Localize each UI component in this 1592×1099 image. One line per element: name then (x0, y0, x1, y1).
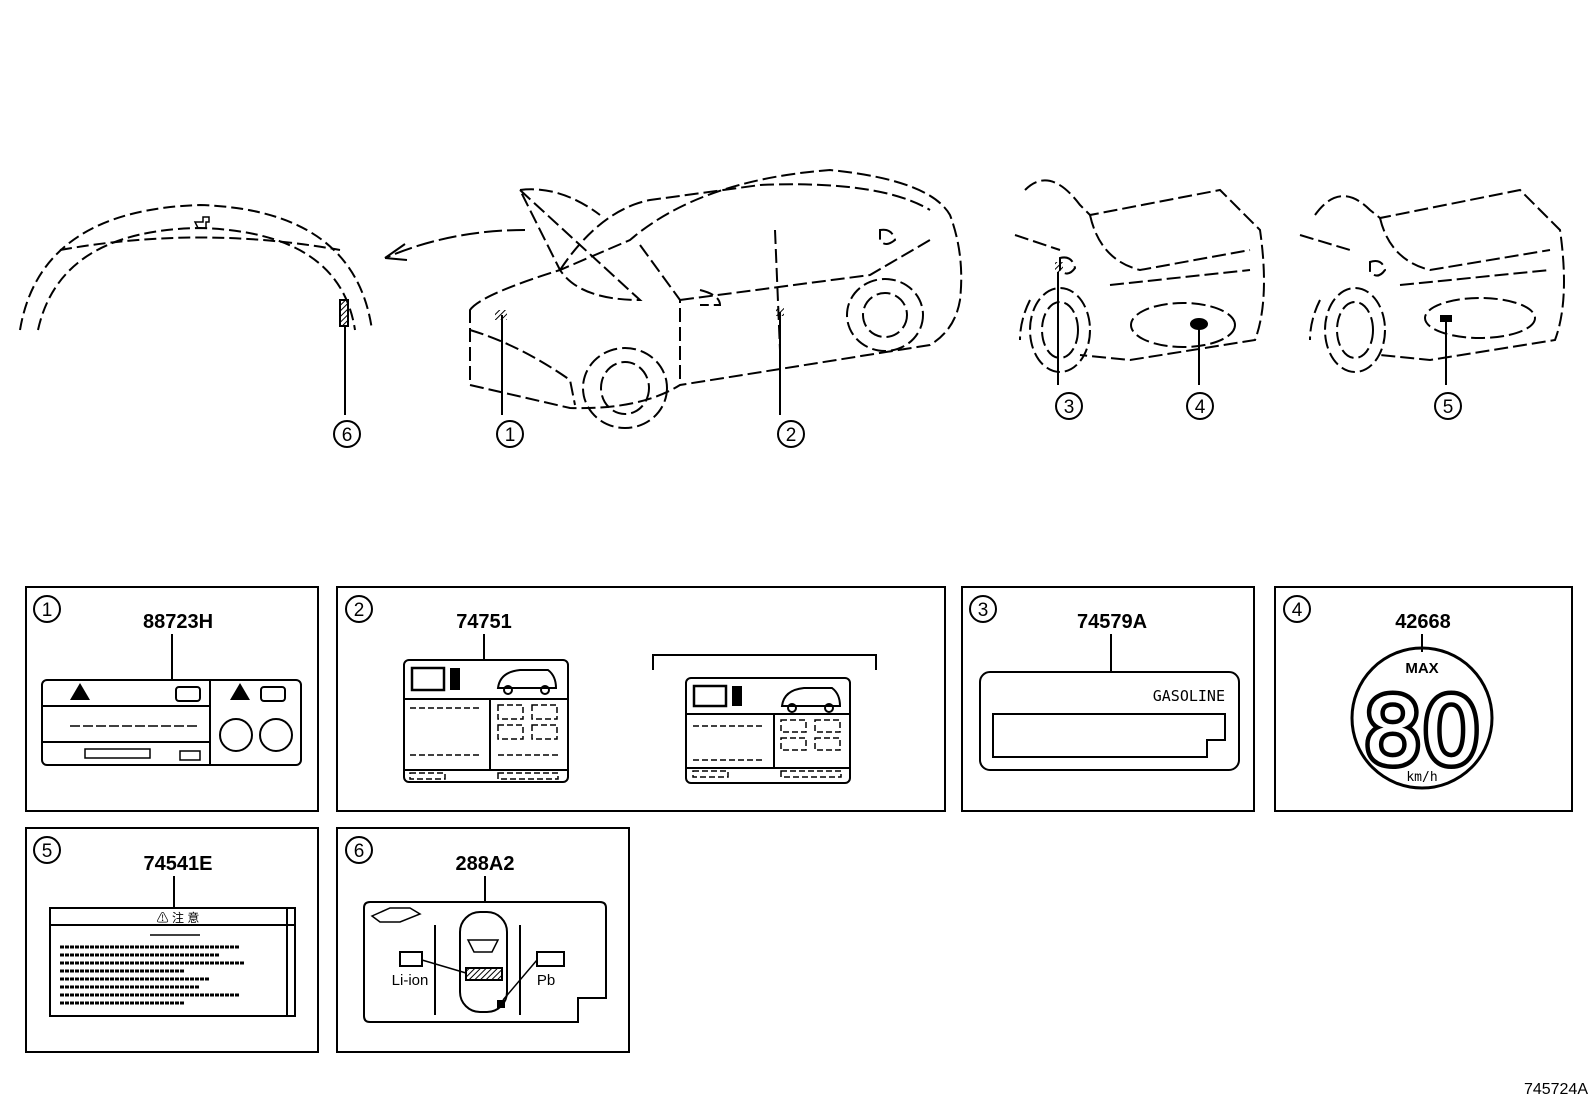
ac-warning-label (41, 679, 302, 766)
callout-2: 2 (777, 420, 805, 448)
part-4-index: 4 (1292, 600, 1303, 621)
part-6-index: 6 (354, 841, 365, 862)
car-front-view (469, 168, 963, 429)
fan-icon (259, 718, 293, 752)
part-box-1: 1 88723H (25, 586, 319, 812)
manual-book-icon (692, 684, 728, 708)
part-2-number: 74751 (456, 611, 512, 633)
fan-icon (219, 718, 253, 752)
part-5-number: 74541E (144, 853, 213, 875)
caution-heading: ⚠ 注 意 (157, 910, 200, 925)
callout-5-text: 5 (1443, 397, 1454, 418)
callout-1-text: 1 (505, 425, 516, 446)
part-2-index: 2 (354, 600, 365, 621)
tire-label-b (685, 677, 851, 784)
part-box-2: 2 74751 (336, 586, 946, 812)
speed-limit-sticker (1350, 646, 1494, 790)
part-3-number: 74579A (1077, 611, 1147, 633)
part-box-4: 4 42668 MAX 80 80 km/h (1274, 586, 1573, 812)
car-top-icon (459, 911, 508, 1013)
part-1-number: 88723H (143, 611, 213, 633)
part-1-index: 1 (42, 600, 53, 621)
car-rear-view-left (1014, 179, 1265, 373)
label-position-6 (339, 299, 349, 327)
callout-2-text: 2 (786, 425, 797, 446)
part-box-3: 3 74579A GASOLINE (961, 586, 1255, 812)
max-text: MAX (1405, 660, 1438, 677)
part-5-index: 5 (42, 841, 53, 862)
part-3-index: 3 (978, 600, 989, 621)
car-icon (496, 669, 558, 689)
callout-5: 5 (1434, 392, 1462, 420)
kmh-text: km/h (1406, 770, 1437, 785)
callout-6: 6 (333, 420, 361, 448)
manual-book-icon (410, 666, 446, 692)
tire-label-a (403, 659, 569, 783)
manual-book-icon (370, 907, 422, 923)
callout-3: 3 (1055, 392, 1083, 420)
speed-value-fill: 80 (1363, 678, 1480, 785)
callout-4: 4 (1186, 392, 1214, 420)
speed-value-text: 80 (1363, 678, 1480, 785)
callout-4-text: 4 (1195, 397, 1206, 418)
callout-1: 1 (496, 420, 524, 448)
gasoline-text: GASOLINE (1153, 687, 1225, 705)
part-6-number: 288A2 (456, 853, 515, 875)
part-box-6: 6 288A2 Li-ion Pb (336, 827, 630, 1053)
part-box-5: 5 74541E ⚠ 注 意 (25, 827, 319, 1053)
part-4-number: 42668 (1395, 611, 1451, 633)
li-ion-text: Li-ion (392, 972, 429, 989)
battery-label (363, 901, 607, 1023)
pb-text: Pb (537, 972, 555, 989)
pb-battery-icon (536, 951, 565, 967)
car-rear-view-right (1299, 188, 1565, 373)
car-icon (780, 687, 842, 707)
li-ion-battery-icon (399, 951, 423, 967)
callout-6-text: 6 (342, 425, 353, 446)
warning-triangle-icon (70, 683, 90, 700)
warning-triangle-icon (230, 683, 250, 700)
callout-3-text: 3 (1064, 397, 1075, 418)
clip-mark-icon (193, 216, 210, 229)
direction-arrow (384, 229, 526, 259)
fuel-label (979, 671, 1240, 771)
caution-label (49, 907, 296, 1017)
figure-id: 745724A (1524, 1081, 1588, 1098)
